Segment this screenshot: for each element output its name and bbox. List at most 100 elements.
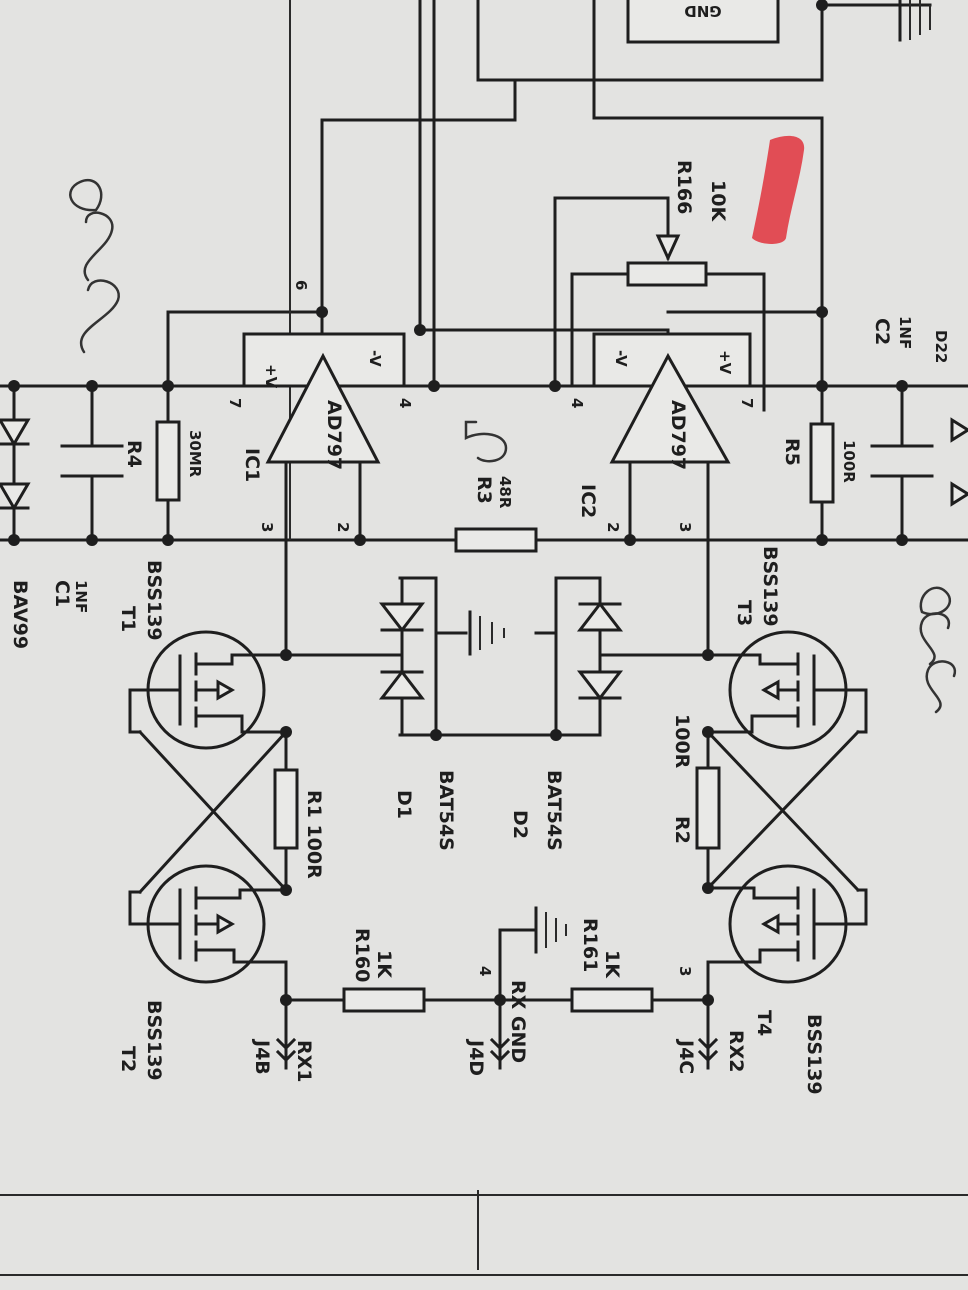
t3-name-label: T3 — [733, 600, 755, 626]
junction-dot — [428, 380, 440, 392]
ic1-pin-label: 6 — [292, 280, 310, 290]
ic1-pin-label: 2 — [334, 522, 352, 532]
junction-dot — [816, 380, 828, 392]
ic2-pin-label: 4 — [568, 398, 586, 408]
ic1-pin-label: 3 — [258, 522, 276, 532]
j4d-name-label: J4D — [465, 1038, 487, 1076]
junction-dot — [86, 534, 98, 546]
r2-value-label: 100R — [671, 714, 693, 769]
capacitor-c2: C2 1NF D22 — [870, 316, 950, 478]
r160-value-label: 1K — [373, 950, 395, 979]
r161-name-label: R161 — [579, 918, 601, 972]
j4d-pin-label: 4 — [476, 966, 494, 976]
potentiometer-r166: R166 10K — [626, 160, 729, 287]
r166-name-label: R166 — [673, 160, 695, 214]
mosfet-t4: T4 BSS139 — [706, 864, 868, 1095]
ic1-pin-label: 4 — [396, 398, 414, 408]
junction-dot — [414, 324, 426, 336]
j4d-signal-label: RX GND — [507, 980, 529, 1063]
resistor-r160: R160 1K — [342, 928, 426, 1013]
junction-dot — [816, 0, 828, 11]
junction-dots — [8, 0, 908, 1006]
mosfet-t3: T3 BSS139 — [706, 546, 868, 750]
d22-label: D22 — [932, 330, 950, 363]
resistor-r5: R5 100R — [781, 422, 858, 504]
diode-bav99: BAV99 — [0, 384, 31, 649]
junction-dot — [316, 306, 328, 318]
ic2-pin-label: 3 — [676, 522, 694, 532]
handwritten-220-left — [69, 179, 120, 354]
junction-dot — [816, 534, 828, 546]
r161-value-label: 1K — [601, 950, 623, 979]
ic2-part-label: AD797 — [667, 400, 689, 470]
connector-j4b: J4B RX1 — [251, 1037, 315, 1083]
t4-pin-label: 3 — [676, 966, 694, 976]
junction-dot — [162, 534, 174, 546]
ic1-pos-supply-label: +V — [262, 364, 280, 389]
diode-pair-d2: D2 BAT54S — [509, 576, 624, 851]
handwritten-220-right — [919, 586, 957, 714]
ic2-pin-label: 7 — [738, 398, 756, 408]
junction-dot — [702, 994, 714, 1006]
mosfet-t2: T2 BSS139 — [117, 864, 288, 1081]
j4b-signal-label: RX1 — [293, 1040, 315, 1083]
junction-dot — [624, 534, 636, 546]
r166-value-label: 10K — [707, 180, 729, 222]
resistor-r161: R161 1K — [570, 918, 654, 1013]
junction-dot — [896, 380, 908, 392]
ic1-name-label: IC1 — [241, 448, 263, 482]
ic2-neg-supply-label: -V — [612, 350, 630, 367]
junction-dot — [896, 534, 908, 546]
c1-value-label: 1NF — [72, 580, 90, 613]
junction-dot — [354, 534, 366, 546]
diode-d22-pair — [950, 417, 968, 507]
ic1-pin-label: 7 — [226, 398, 244, 408]
j4c-signal-label: RX2 — [725, 1030, 747, 1073]
d2-part-label: BAT54S — [543, 770, 565, 851]
resistor-r2: R2 100R — [671, 714, 721, 850]
gnd-connector-box: GND — [626, 0, 932, 44]
r3-value-label: 48R — [496, 476, 514, 509]
ic2-pin-label: 2 — [604, 522, 622, 532]
junction-dot — [550, 729, 562, 741]
opamp-ic2: -V +V AD797 IC2 4 7 2 3 — [568, 332, 756, 532]
t2-part-label: BSS139 — [143, 1000, 165, 1081]
connector-j4c: J4C RX2 3 — [675, 966, 747, 1074]
j4b-name-label: J4B — [251, 1038, 273, 1075]
t3-part-label: BSS139 — [759, 546, 781, 627]
d1-part-label: BAT54S — [435, 770, 457, 851]
ic1-part-label: AD797 — [323, 400, 345, 470]
r4-value-label: 30MR — [186, 430, 204, 478]
connector-j4d: J4D RX GND 4 — [465, 966, 529, 1076]
mosfet-t1: T1 BSS139 — [117, 560, 288, 750]
bav99-label: BAV99 — [9, 580, 31, 649]
t4-part-label: BSS139 — [803, 1014, 825, 1095]
handwritten-5 — [464, 420, 508, 463]
r3-name-label: R3 — [473, 476, 495, 504]
junction-dot — [494, 994, 506, 1006]
opamp-ic1: +V -V AD797 IC1 6 7 4 3 2 — [226, 280, 414, 532]
junction-dot — [430, 729, 442, 741]
j4c-name-label: J4C — [675, 1038, 697, 1074]
r5-name-label: R5 — [781, 438, 803, 466]
red-marker-highlight — [752, 135, 805, 244]
gnd-label: GND — [684, 2, 721, 20]
t2-name-label: T2 — [117, 1046, 139, 1072]
d2-name-label: D2 — [509, 810, 531, 839]
resistor-r1: R1 100R — [273, 768, 325, 879]
d1-name-label: D1 — [393, 790, 415, 819]
r1-label: R1 100R — [303, 790, 325, 879]
c2-name-label: C2 — [871, 318, 893, 345]
ic2-name-label: IC2 — [577, 484, 599, 518]
t1-name-label: T1 — [117, 606, 139, 632]
resistor-r3: R3 48R — [454, 476, 538, 553]
capacitor-c1: C1 1NF — [51, 444, 124, 613]
ground-symbol-center — [468, 610, 505, 656]
ground-symbol-bottom — [534, 906, 567, 954]
r2-name-label: R2 — [671, 816, 693, 844]
junction-dot — [162, 380, 174, 392]
c1-name-label: C1 — [51, 580, 73, 607]
junction-dot — [816, 306, 828, 318]
